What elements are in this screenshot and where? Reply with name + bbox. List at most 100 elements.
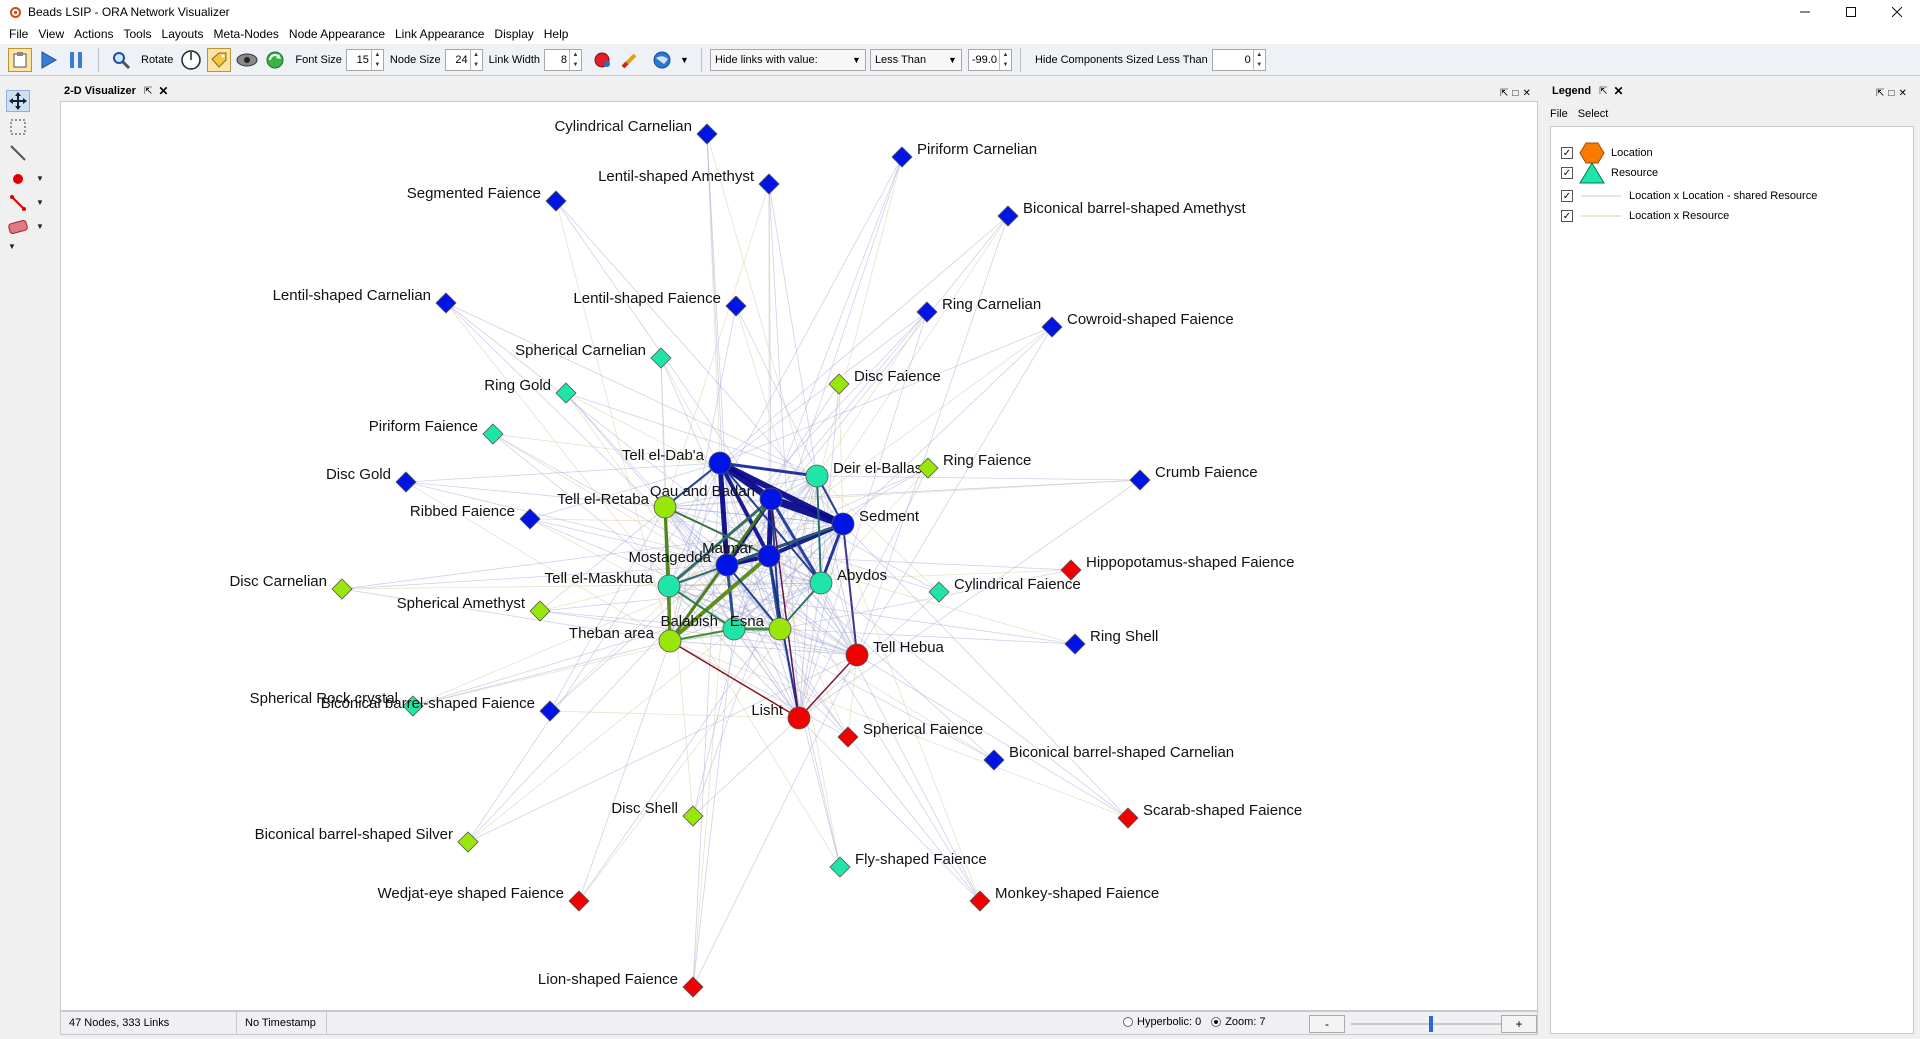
graph-node-pir-faience[interactable]: Piriform Faience bbox=[369, 418, 504, 445]
menu-file[interactable]: File bbox=[9, 27, 29, 41]
link-location-location-strong[interactable] bbox=[668, 497, 772, 588]
link-location-location-strong[interactable] bbox=[719, 462, 822, 584]
add-link-dropdown-icon[interactable]: ▼ bbox=[36, 198, 44, 207]
legend-item-location[interactable]: ✓ Location bbox=[1561, 141, 1653, 165]
checkbox-checked-icon[interactable]: ✓ bbox=[1561, 190, 1573, 202]
location-node-circle[interactable] bbox=[768, 617, 792, 641]
link-location-resource[interactable] bbox=[539, 564, 728, 612]
graph-node-lisht[interactable]: Lisht bbox=[751, 702, 811, 730]
graph-node-monkey[interactable]: Monkey-shaped Faience bbox=[969, 885, 1159, 912]
graph-node-hippo[interactable]: Hippopotamus-shaped Faience bbox=[1060, 554, 1294, 581]
link-location-resource[interactable] bbox=[445, 302, 818, 477]
link-location-resource[interactable] bbox=[492, 433, 735, 630]
resource-node-diamond[interactable] bbox=[555, 382, 577, 404]
link-location-location[interactable] bbox=[719, 462, 858, 656]
link-location-location-strong[interactable] bbox=[668, 554, 771, 643]
move-tool-icon[interactable] bbox=[6, 90, 30, 112]
resource-node-diamond[interactable] bbox=[997, 205, 1019, 227]
link-location-resource[interactable] bbox=[467, 462, 721, 843]
add-node-dropdown-icon[interactable]: ▼ bbox=[36, 174, 44, 183]
resource-node-diamond[interactable] bbox=[758, 173, 780, 195]
graph-node-ring-gold[interactable]: Ring Gold bbox=[484, 377, 577, 404]
graph-node-lion[interactable]: Lion-shaped Faience bbox=[538, 971, 704, 998]
link-location-resource[interactable] bbox=[412, 582, 822, 707]
close-tab-icon[interactable]: ✕ bbox=[158, 84, 169, 98]
location-node-circle[interactable] bbox=[809, 571, 833, 595]
maximize-panel-icon[interactable]: □ bbox=[1512, 88, 1519, 99]
spin-down-icon[interactable]: ▼ bbox=[572, 61, 579, 68]
spin-up-icon[interactable]: ▲ bbox=[473, 51, 480, 58]
link-location-resource[interactable] bbox=[467, 628, 735, 843]
resource-node-diamond[interactable] bbox=[928, 581, 950, 603]
spin-up-icon[interactable]: ▲ bbox=[374, 51, 381, 58]
link-location-location-strong[interactable] bbox=[719, 461, 818, 478]
link-location-resource[interactable] bbox=[798, 467, 929, 719]
spin-down-icon[interactable]: ▼ bbox=[1256, 61, 1263, 68]
threshold-input[interactable] bbox=[968, 49, 999, 70]
link-location-location[interactable] bbox=[733, 523, 844, 630]
resource-node-diamond[interactable] bbox=[402, 695, 424, 717]
graph-node-sph-amethyst[interactable]: Spherical Amethyst bbox=[397, 595, 551, 622]
resource-node-diamond[interactable] bbox=[568, 890, 590, 912]
link-location-resource[interactable] bbox=[798, 479, 1141, 719]
graph-node-disc-faience[interactable]: Disc Faience bbox=[828, 368, 941, 395]
graph-node-disc-gold[interactable]: Disc Gold bbox=[326, 466, 417, 493]
link-location-location[interactable] bbox=[733, 555, 770, 630]
graph-node-tell-el-maskhuta[interactable]: Tell el-Maskhuta bbox=[545, 570, 681, 598]
link-location-resource[interactable] bbox=[529, 518, 735, 630]
link-location-resource[interactable] bbox=[549, 710, 800, 719]
resource-node-diamond[interactable] bbox=[457, 831, 479, 853]
legend-menu-file[interactable]: File bbox=[1550, 108, 1568, 120]
graph-node-disc-carnelian[interactable]: Disc Carnelian bbox=[229, 573, 353, 600]
link-location-resource[interactable] bbox=[565, 392, 818, 477]
menu-tools[interactable]: Tools bbox=[123, 27, 152, 41]
resource-node-diamond[interactable] bbox=[435, 292, 457, 314]
link-location-location-strong[interactable] bbox=[770, 498, 800, 719]
graph-node-cyl-faience[interactable]: Cylindrical Faience bbox=[928, 576, 1081, 603]
link-location-location[interactable] bbox=[816, 475, 858, 656]
link-location-location[interactable] bbox=[668, 462, 721, 587]
location-node-circle[interactable] bbox=[757, 544, 781, 568]
link-location-location[interactable] bbox=[669, 523, 844, 642]
link-location-resource[interactable] bbox=[555, 200, 844, 525]
link-location-location-strong[interactable] bbox=[717, 462, 730, 566]
link-location-resource[interactable] bbox=[856, 326, 1053, 656]
graph-node-balabish[interactable]: Balabish bbox=[660, 613, 746, 641]
link-location-resource[interactable] bbox=[856, 654, 1129, 819]
link-location-location[interactable] bbox=[668, 585, 800, 719]
pin-icon[interactable]: ⇱ bbox=[143, 85, 153, 97]
spin-down-icon[interactable]: ▼ bbox=[473, 61, 480, 68]
spin-up-icon[interactable]: ▲ bbox=[1256, 51, 1263, 58]
link-location-location[interactable] bbox=[664, 475, 818, 508]
link-location-resource[interactable] bbox=[779, 569, 1072, 630]
link-location-resource[interactable] bbox=[733, 628, 849, 738]
globe-dropdown-icon[interactable]: ▼ bbox=[680, 54, 689, 65]
graph-node-sedment[interactable]: Sedment bbox=[831, 508, 920, 536]
location-node-circle[interactable] bbox=[657, 574, 681, 598]
link-location-resource[interactable] bbox=[692, 717, 800, 817]
link-location-resource[interactable] bbox=[445, 302, 770, 557]
graph-node-cyl-carnelian[interactable]: Cylindrical Carnelian bbox=[554, 118, 718, 145]
link-location-location-strong[interactable] bbox=[668, 585, 735, 630]
link-location-location[interactable] bbox=[779, 523, 844, 630]
link-location-location[interactable] bbox=[779, 475, 818, 630]
link-location-resource[interactable] bbox=[692, 564, 728, 988]
location-node-circle[interactable] bbox=[831, 512, 855, 536]
link-location-resource[interactable] bbox=[779, 628, 995, 761]
resource-node-diamond[interactable] bbox=[829, 856, 851, 878]
link-location-resource[interactable] bbox=[856, 215, 1009, 656]
threshold-stepper[interactable]: ▲▼ bbox=[967, 48, 1012, 71]
resource-node-diamond[interactable] bbox=[917, 457, 939, 479]
close-panel-icon[interactable]: ✕ bbox=[1522, 88, 1531, 99]
location-node-circle[interactable] bbox=[759, 487, 783, 511]
link-location-location-strong[interactable] bbox=[816, 475, 822, 584]
eye-icon[interactable] bbox=[235, 48, 259, 72]
menu-help[interactable]: Help bbox=[543, 27, 569, 41]
globe-icon[interactable] bbox=[650, 48, 674, 72]
link-location-location[interactable] bbox=[664, 498, 772, 508]
graph-node-esna[interactable]: Esna bbox=[730, 613, 792, 641]
close-panel-icon[interactable]: ✕ bbox=[1898, 88, 1907, 99]
link-location-resource[interactable] bbox=[735, 305, 844, 525]
link-location-resource[interactable] bbox=[726, 326, 1053, 566]
